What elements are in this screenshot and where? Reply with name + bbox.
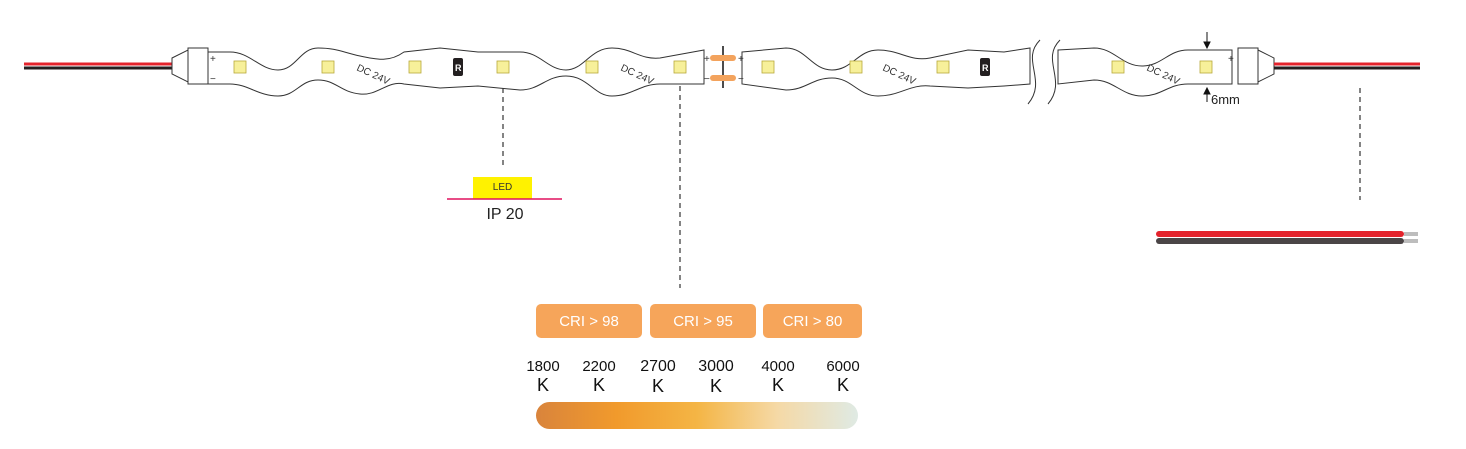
cut-point: + + − − xyxy=(704,46,744,88)
svg-text:+: + xyxy=(210,54,216,65)
svg-text:+: + xyxy=(1228,54,1234,65)
resistor-labels: R R xyxy=(455,63,989,73)
right-end-cap xyxy=(1237,47,1275,85)
resistor xyxy=(453,58,463,76)
resistor-label: R xyxy=(982,63,989,73)
right-lead-wires xyxy=(1274,62,1420,70)
svg-text:+: + xyxy=(738,54,744,65)
width-label: 6mm xyxy=(1211,92,1240,107)
left-lead-wires xyxy=(24,62,172,70)
svg-text:+: + xyxy=(704,54,710,65)
cut-break-mark xyxy=(1027,39,1061,105)
led-chip xyxy=(1111,60,1125,74)
svg-text:−: − xyxy=(704,74,710,85)
polarity-marks: + − + xyxy=(210,54,1234,85)
svg-text:−: − xyxy=(210,74,216,85)
led-chip xyxy=(321,60,335,74)
cable-cross-section xyxy=(1156,231,1418,244)
ip-rating-label: IP 20 xyxy=(486,206,524,223)
color-temperature-gradient xyxy=(536,402,858,429)
led-chip xyxy=(673,60,687,74)
resistor-label: R xyxy=(455,63,462,73)
cri-badge-98: CRI > 98 xyxy=(536,304,642,338)
led-chip xyxy=(496,60,510,74)
width-dimension-arrows xyxy=(1203,32,1211,102)
resistor xyxy=(980,58,990,76)
cri-badge-80: CRI > 80 xyxy=(763,304,862,338)
led-chips xyxy=(233,60,1213,74)
led-chip-label: LED xyxy=(492,182,513,193)
led-chip xyxy=(849,60,863,74)
led-chip xyxy=(936,60,950,74)
cri-badge-95: CRI > 95 xyxy=(650,304,756,338)
led-chip xyxy=(585,60,599,74)
left-end-cap xyxy=(171,47,209,85)
resistors xyxy=(453,58,990,76)
svg-text:−: − xyxy=(738,74,744,85)
led-chip xyxy=(408,60,422,74)
led-chip xyxy=(1199,60,1213,74)
led-chip xyxy=(233,60,247,74)
led-chip xyxy=(761,60,775,74)
leader-lines xyxy=(502,86,1361,288)
led-tag xyxy=(447,177,562,200)
